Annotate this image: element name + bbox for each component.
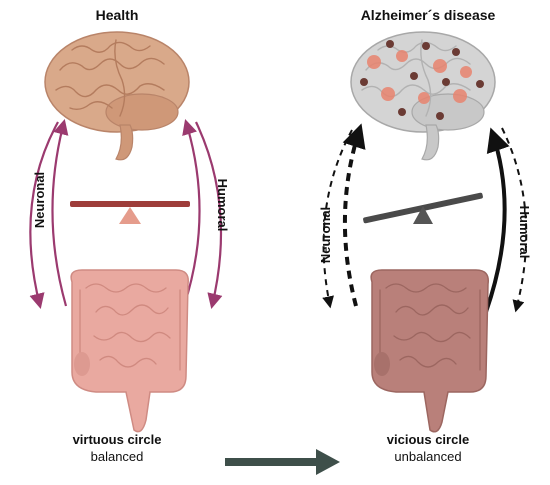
healthy-brain	[44, 31, 190, 161]
health-neuronal-label: Neuronal	[32, 172, 47, 228]
ad-title: Alzheimer´s disease	[361, 7, 496, 23]
ad-brain	[350, 31, 496, 161]
ad-panel: Alzheimer´s disease	[318, 7, 532, 464]
ad-humoral-arrow-down	[501, 127, 528, 313]
neuronal-arrow-up	[51, 119, 69, 307]
ad-neuronal-arrow-up	[342, 123, 366, 307]
ad-neuronal-arrow-down	[322, 129, 353, 309]
health-panel: Health Neuronal Humoral	[29, 7, 230, 464]
neuronal-arrow-down	[29, 121, 59, 309]
ad-neuronal-label: Neuronal	[318, 207, 333, 263]
balanced-seesaw	[70, 201, 190, 224]
ad-humoral-arrow-up	[484, 127, 510, 313]
humoral-arrow-up	[182, 119, 201, 307]
humoral-arrow-down	[195, 121, 223, 309]
transition-arrow	[225, 449, 340, 475]
unbalanced-seesaw	[363, 192, 483, 224]
health-title: Health	[96, 7, 139, 23]
ad-gut	[370, 269, 489, 433]
health-caption-bold: virtuous circle	[73, 432, 162, 447]
health-humoral-label: Humoral	[215, 179, 230, 232]
health-caption: balanced	[91, 449, 144, 464]
healthy-gut	[70, 269, 189, 433]
ad-caption: unbalanced	[394, 449, 461, 464]
ad-caption-bold: vicious circle	[387, 432, 469, 447]
ad-humoral-label: Humoral	[517, 206, 532, 259]
